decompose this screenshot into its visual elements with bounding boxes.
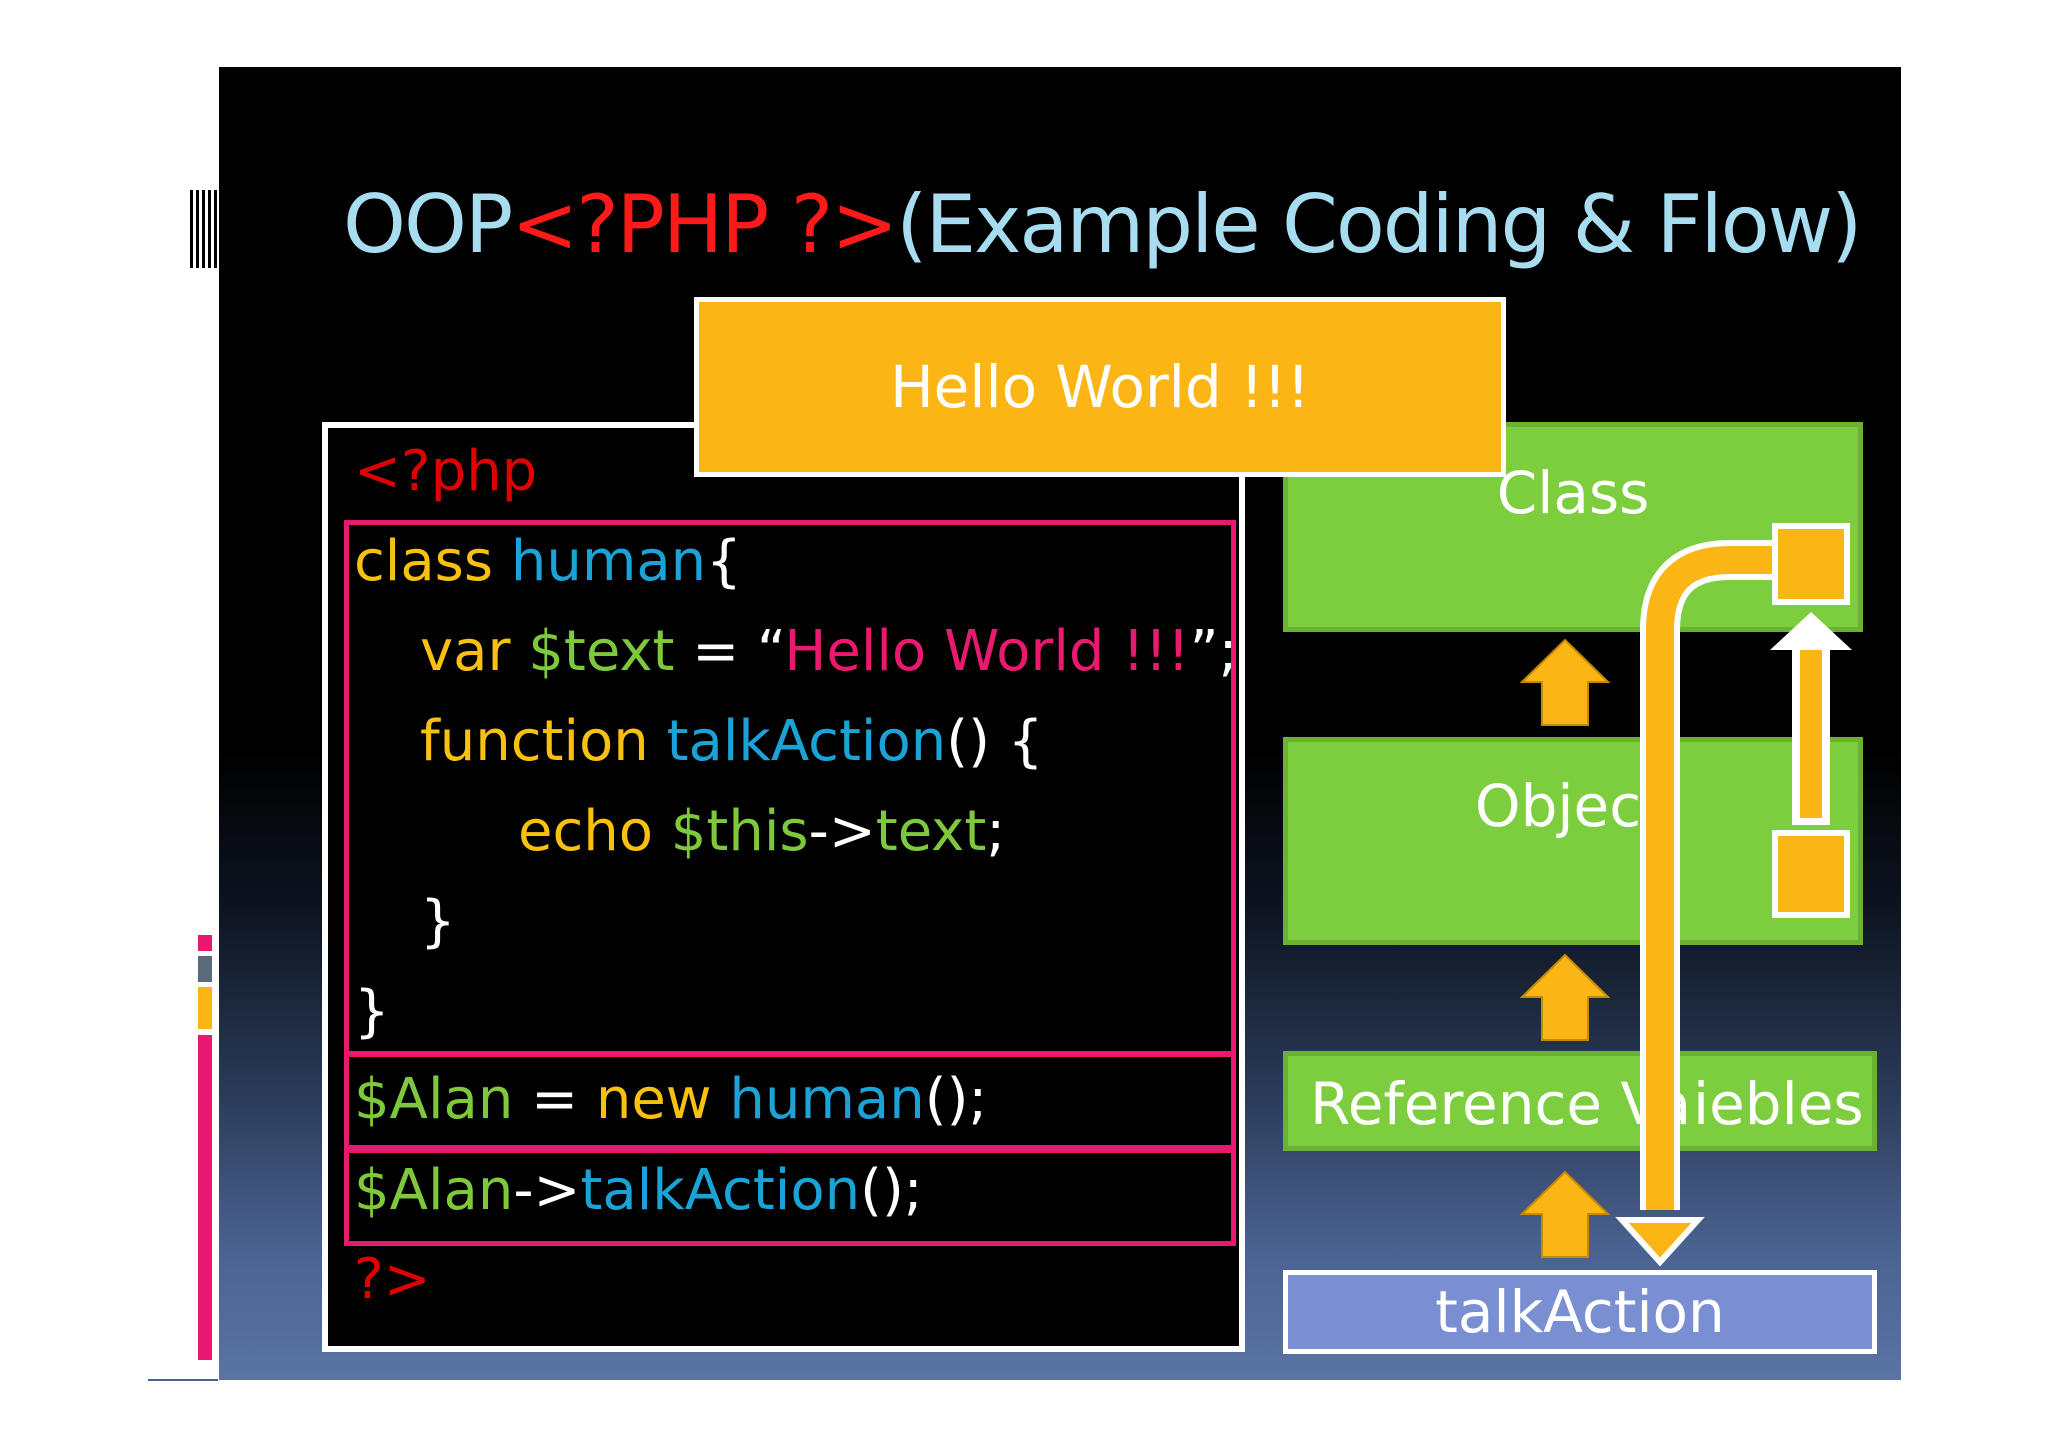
keyword-var: var: [420, 619, 529, 684]
reference-label: Reference Va: [1310, 1070, 1692, 1138]
slide-title: OOP <?PHP ?> (Example Coding & Flow): [343, 178, 1862, 271]
code-line-echo: echo $this->text;: [518, 804, 1005, 860]
decor-bar-yellow: [198, 987, 212, 1029]
code-line-close-function: }: [420, 889, 456, 954]
code-line-close-class: }: [354, 979, 390, 1044]
code-line-new: $Alan = new human();: [354, 1072, 987, 1128]
var-this: $this: [670, 799, 809, 864]
semicolon: ;: [986, 799, 1006, 864]
string-literal: Hello World !!!: [784, 619, 1190, 684]
instantiation-highlight: [344, 1052, 1236, 1150]
title-oop: OOP: [343, 178, 513, 271]
arrow-op: ->: [513, 1158, 581, 1223]
method-name: talkAction: [666, 709, 947, 774]
class-name: human: [510, 529, 707, 594]
arrow-op: ->: [808, 799, 876, 864]
decor-bar-pink: [198, 935, 212, 951]
method-call-highlight: [344, 1148, 1236, 1246]
up-arrow-icon: [1519, 953, 1611, 1041]
code-line-php-close: ?>: [354, 1247, 431, 1312]
var-alan: $Alan: [354, 1067, 514, 1132]
parens: () {: [946, 709, 1044, 774]
brace: {: [706, 529, 742, 594]
keyword-echo: echo: [518, 799, 671, 864]
object-label: Objec: [1474, 772, 1642, 840]
assign: =: [513, 1067, 596, 1132]
code-line-var: var $text = “Hello World !!!”;: [420, 624, 1238, 680]
object-member-square: [1772, 830, 1850, 918]
parens: ();: [860, 1158, 923, 1223]
keyword-class: class: [354, 529, 511, 594]
talkaction-box: talkAction: [1283, 1270, 1877, 1354]
reference-label-end: iebles: [1693, 1070, 1864, 1138]
curved-down-arrow-icon: [1615, 540, 1775, 1267]
title-subtitle: (Example Coding & Flow): [896, 178, 1862, 271]
close-quote: ”;: [1189, 619, 1238, 684]
decor-underline: [148, 1379, 218, 1381]
up-arrow-icon: [1519, 1170, 1611, 1258]
class-name: human: [729, 1067, 925, 1132]
var-text: $text: [528, 619, 675, 684]
code-line-call: $Alan->talkAction();: [354, 1163, 923, 1219]
class-label: Class: [1496, 459, 1650, 527]
code-line-php-open: <?php: [354, 439, 538, 504]
prop-text: text: [875, 799, 987, 864]
decor-bar-pink-long: [198, 1035, 212, 1360]
keyword-new: new: [595, 1067, 730, 1132]
output-text: Hello World !!!: [890, 353, 1310, 421]
output-callout: Hello World !!!: [694, 297, 1506, 477]
var-alan: $Alan: [354, 1158, 514, 1223]
talkaction-label: talkAction: [1435, 1278, 1725, 1346]
class-member-square: [1772, 523, 1850, 605]
decor-stripes: [190, 190, 218, 268]
title-php-tag: <?PHP ?>: [511, 178, 898, 271]
white-up-arrow-icon: [1770, 612, 1852, 825]
keyword-function: function: [420, 709, 667, 774]
up-arrow-icon: [1519, 638, 1611, 726]
code-line-class: class human{: [354, 534, 742, 590]
reference-variables-box: Reference Va iebles: [1283, 1051, 1877, 1151]
code-panel: <?php class human{ var $text = “Hello Wo…: [322, 422, 1245, 1352]
method-name: talkAction: [580, 1158, 861, 1223]
assign: = “: [674, 619, 785, 684]
parens: ();: [924, 1067, 988, 1132]
decor-bar-gray: [198, 956, 212, 982]
code-line-function: function talkAction() {: [420, 714, 1043, 770]
object-box: Objec: [1283, 737, 1863, 945]
